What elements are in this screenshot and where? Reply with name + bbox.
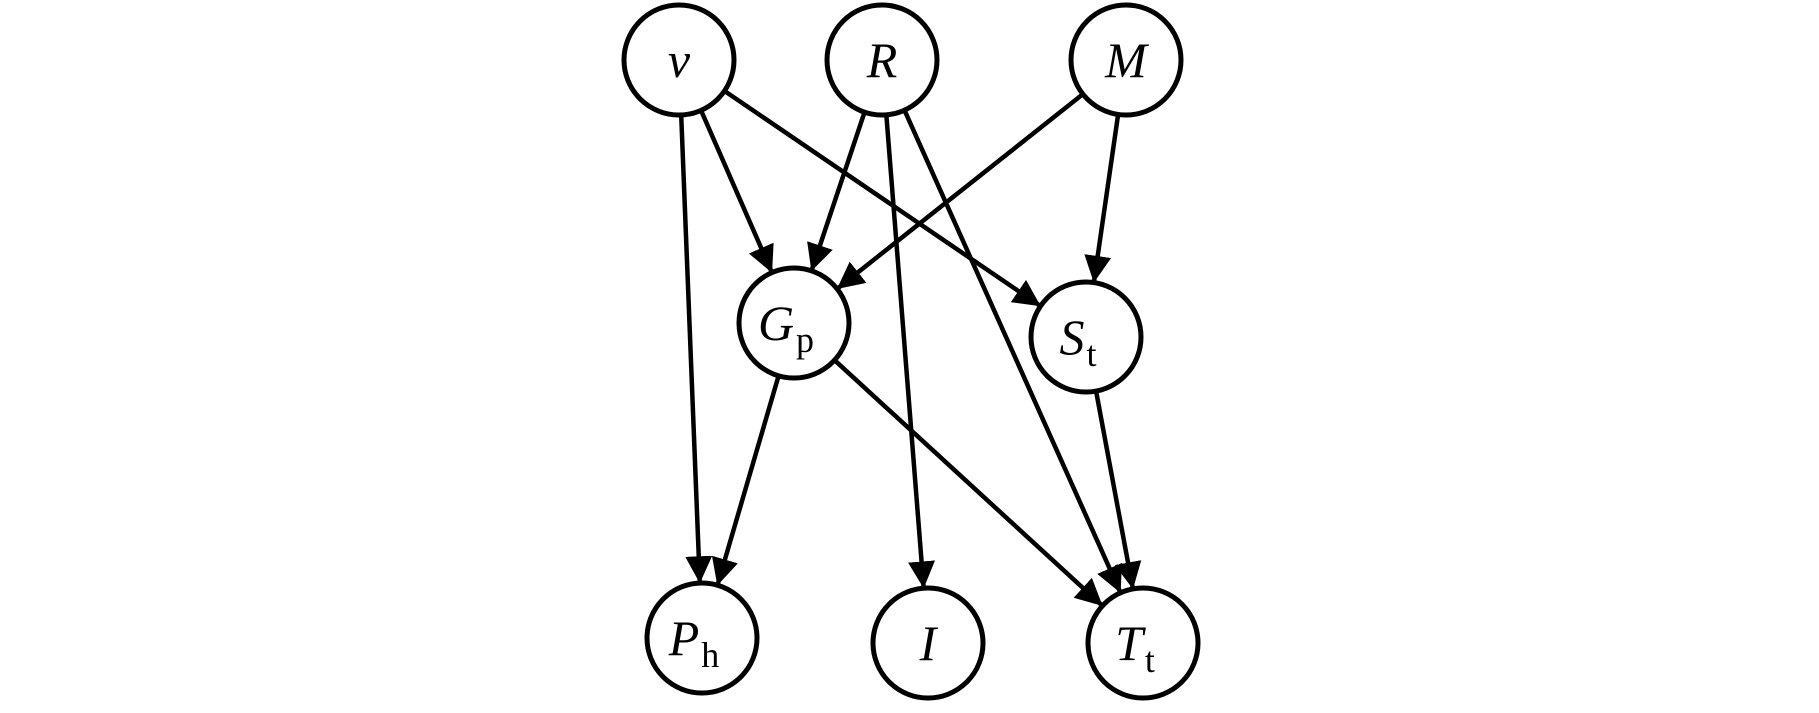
node-gp: Gp bbox=[736, 265, 852, 381]
node-subscript: t bbox=[1145, 640, 1155, 680]
edge-gp-to-ph bbox=[711, 375, 781, 586]
edge-m-to-st bbox=[1084, 114, 1121, 283]
edge-r-to-tt bbox=[902, 109, 1122, 594]
node-label: M bbox=[1104, 32, 1149, 88]
node-circle bbox=[824, 2, 940, 118]
edge-v-to-st bbox=[723, 89, 1041, 307]
edge-r-to-gp bbox=[807, 111, 867, 272]
node-r: R bbox=[824, 2, 940, 118]
node-circle bbox=[644, 580, 760, 696]
node-circle bbox=[621, 2, 737, 118]
node-circle bbox=[1028, 279, 1144, 395]
node-circle bbox=[870, 585, 986, 701]
node-subscript: p bbox=[796, 320, 814, 360]
edge-r-to-i bbox=[884, 114, 936, 589]
node-ph: Ph bbox=[644, 580, 760, 696]
node-label: R bbox=[866, 32, 898, 88]
edge-m-to-gp bbox=[836, 92, 1085, 290]
edge-v-to-ph bbox=[678, 114, 713, 584]
node-v: v bbox=[621, 2, 737, 118]
node-subscript: h bbox=[701, 635, 719, 675]
node-subscript: t bbox=[1086, 334, 1096, 374]
node-circle bbox=[736, 265, 852, 381]
edges-layer bbox=[678, 89, 1142, 607]
edge-gp-to-tt bbox=[833, 358, 1103, 607]
edge-v-to-gp bbox=[698, 109, 774, 273]
node-tt: Tt bbox=[1085, 585, 1201, 701]
node-circle bbox=[1085, 585, 1201, 701]
node-i: I bbox=[870, 585, 986, 701]
node-label: v bbox=[668, 32, 691, 88]
node-label: I bbox=[919, 615, 939, 671]
node-circle bbox=[1068, 2, 1184, 118]
edge-st-to-tt bbox=[1093, 390, 1142, 590]
node-m: M bbox=[1068, 2, 1184, 118]
node-st: St bbox=[1028, 279, 1144, 395]
